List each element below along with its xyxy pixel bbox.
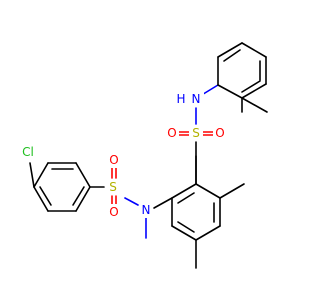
oxygen-right-right-label: O (215, 126, 224, 140)
chlorophenyl-ring (33, 162, 91, 212)
n-to-s-left-bond (124, 197, 139, 206)
nh-nitrogen-label: N (192, 92, 201, 106)
hydrogen-label: H (176, 92, 185, 106)
oxygen-left-bottom-label: O (109, 205, 118, 219)
nitrogen-sulfonamide-label: N (142, 203, 151, 217)
molecule-diagram: Cl S O O N S O O H N (17, 42, 268, 269)
sulfur-right-label: S (192, 126, 200, 140)
chlorine-label: Cl (22, 145, 34, 159)
sulfur-left-label: S (109, 180, 117, 194)
ring-to-cl-bond (29, 162, 35, 188)
oxygen-right-left-label: O (167, 126, 176, 140)
ring-to-n-bond (153, 197, 173, 209)
atom-labels: Cl S O O N S O O H N (17, 92, 227, 219)
oxygen-left-top-label: O (109, 153, 118, 167)
tolyl-ring (217, 42, 267, 99)
methyl-bond-upper (219, 183, 245, 199)
central-benzene-ring (171, 155, 221, 241)
